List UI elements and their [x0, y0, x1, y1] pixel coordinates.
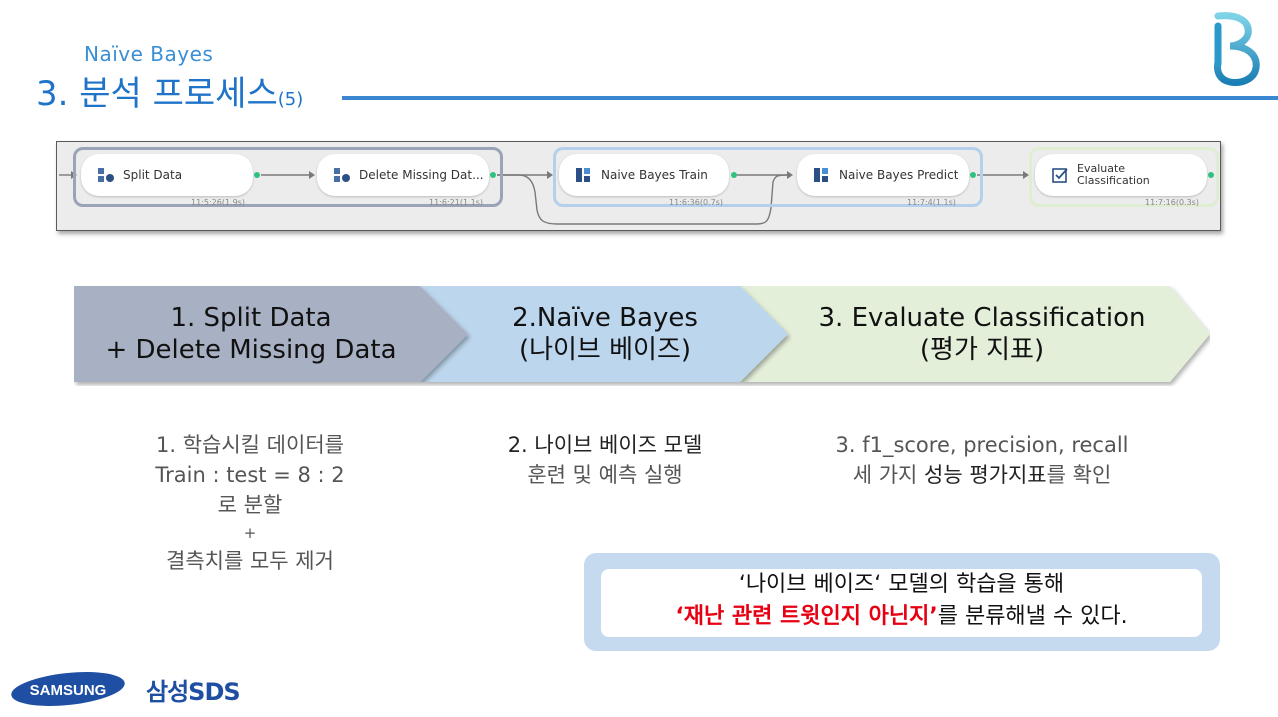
node-time: 11:7:16(0.3s) — [1145, 198, 1199, 207]
brand-b-logo-icon — [1214, 12, 1260, 86]
node-delete-missing-data[interactable]: Delete Missing Dat... — [317, 154, 489, 196]
node-time: 11:6:36(0.7s) — [669, 198, 723, 207]
step3-line1: 3. Evaluate Classification — [818, 303, 1146, 333]
slide-title-text: 3. 분석 프로세스 — [36, 74, 278, 114]
port-dot — [731, 172, 737, 178]
desc3-line1: 3. f1_score, precision, recall — [835, 433, 1129, 457]
step3-chevron — [740, 286, 1210, 382]
checkbox-icon — [1052, 168, 1068, 183]
port-dot — [490, 172, 496, 178]
split-data-icon — [98, 168, 114, 182]
pipeline-screenshot: Split Data 11:5:26(1.9s) Delete Missing … — [56, 141, 1221, 231]
node-label: Delete Missing Dat... — [359, 168, 484, 182]
step2-description: 2. 나이브 베이즈 모델 훈련 및 예측 실행 — [470, 430, 740, 490]
conclusion-line1: ‘나이브 베이즈‘ 모델의 학습을 통해 — [738, 572, 1065, 597]
step2-label: 2.Naïve Bayes (나이브 베이즈) — [470, 302, 740, 366]
desc3-line2: 세 가지 성능 평가지표를 확인 — [790, 460, 1174, 490]
group-preprocess — [73, 147, 503, 207]
desc1-line2: Train : test = 8 : 2 — [155, 463, 345, 487]
model-train-icon — [576, 168, 590, 182]
step2-chevron — [420, 286, 788, 382]
node-label: Split Data — [123, 168, 183, 182]
samsung-logo-text: SAMSUNG — [30, 682, 107, 699]
step1-line1: 1. Split Data — [170, 303, 332, 333]
node-label: Naive Bayes Train — [601, 168, 708, 182]
step1-label: 1. Split Data + Delete Missing Data — [84, 302, 418, 366]
slide-title-number: (5) — [277, 89, 304, 110]
step3-label: 3. Evaluate Classification (평가 지표) — [790, 302, 1174, 366]
desc1-line1: 1. 학습시킬 데이터를 — [156, 433, 344, 457]
step2-line1: 2.Naïve Bayes — [512, 303, 698, 333]
step1-chevron — [74, 286, 468, 382]
node-naive-bayes-predict[interactable]: Naive Bayes Predict — [797, 154, 969, 196]
node-label: Naive Bayes Predict — [839, 168, 959, 182]
slide-title: 3. 분석 프로세스(5) — [36, 66, 303, 115]
port-dot — [1208, 172, 1214, 178]
node-label-line2: Classification — [1077, 174, 1150, 187]
group-evaluate — [1029, 147, 1219, 207]
port-dot — [970, 172, 976, 178]
step2-line2: (나이브 베이즈) — [518, 335, 692, 365]
desc2-line2: 훈련 및 예측 실행 — [527, 463, 683, 487]
desc3-line2-strong: 성능 평가지표 — [924, 463, 1047, 487]
slide-subtitle: Naïve Bayes — [84, 42, 214, 66]
node-split-data[interactable]: Split Data — [81, 154, 253, 196]
conclusion-highlight: ‘재난 관련 트윗인지 아닌지’ — [675, 604, 938, 629]
model-predict-icon — [814, 168, 828, 182]
node-time: 11:6:21(1.1s) — [429, 198, 483, 207]
desc1-line5: 결측치를 모두 제거 — [166, 549, 334, 573]
delete-missing-icon — [334, 168, 350, 182]
conclusion-line2-rest: 를 분류해낼 수 있다. — [937, 604, 1128, 629]
desc2-line1: 2. 나이브 베이즈 모델 — [507, 433, 703, 457]
step3-description: 3. f1_score, precision, recall 세 가지 성능 평… — [790, 430, 1174, 490]
desc3-line2-a: 세 가지 — [852, 463, 925, 487]
samsung-sds-logo: 삼성SDS — [146, 678, 241, 706]
title-underline — [342, 96, 1278, 100]
node-time: 11:7:4(1.1s) — [907, 198, 956, 207]
port-dot — [254, 172, 260, 178]
desc1-line3: 로 분할 — [217, 493, 283, 517]
group-naive-bayes — [553, 147, 983, 207]
process-chevrons — [74, 286, 1210, 382]
desc3-line2-b: 를 확인 — [1046, 463, 1112, 487]
desc1-line4: + — [243, 524, 257, 542]
samsung-logo: SAMSUNG — [11, 672, 125, 706]
step3-line2: (평가 지표) — [919, 335, 1045, 365]
step1-description: 1. 학습시킬 데이터를 Train : test = 8 : 2 로 분할 +… — [110, 430, 390, 576]
node-naive-bayes-train[interactable]: Naive Bayes Train — [559, 154, 729, 196]
conclusion-callout: ‘나이브 베이즈‘ 모델의 학습을 통해 ‘재난 관련 트윗인지 아닌지’를 분… — [584, 553, 1220, 651]
step1-line2: + Delete Missing Data — [105, 335, 397, 365]
conclusion-line2: ‘재난 관련 트윗인지 아닌지’를 분류해낼 수 있다. — [601, 601, 1202, 633]
node-time: 11:5:26(1.9s) — [191, 198, 245, 207]
conclusion-box: ‘나이브 베이즈‘ 모델의 학습을 통해 ‘재난 관련 트윗인지 아닌지’를 분… — [601, 569, 1202, 637]
